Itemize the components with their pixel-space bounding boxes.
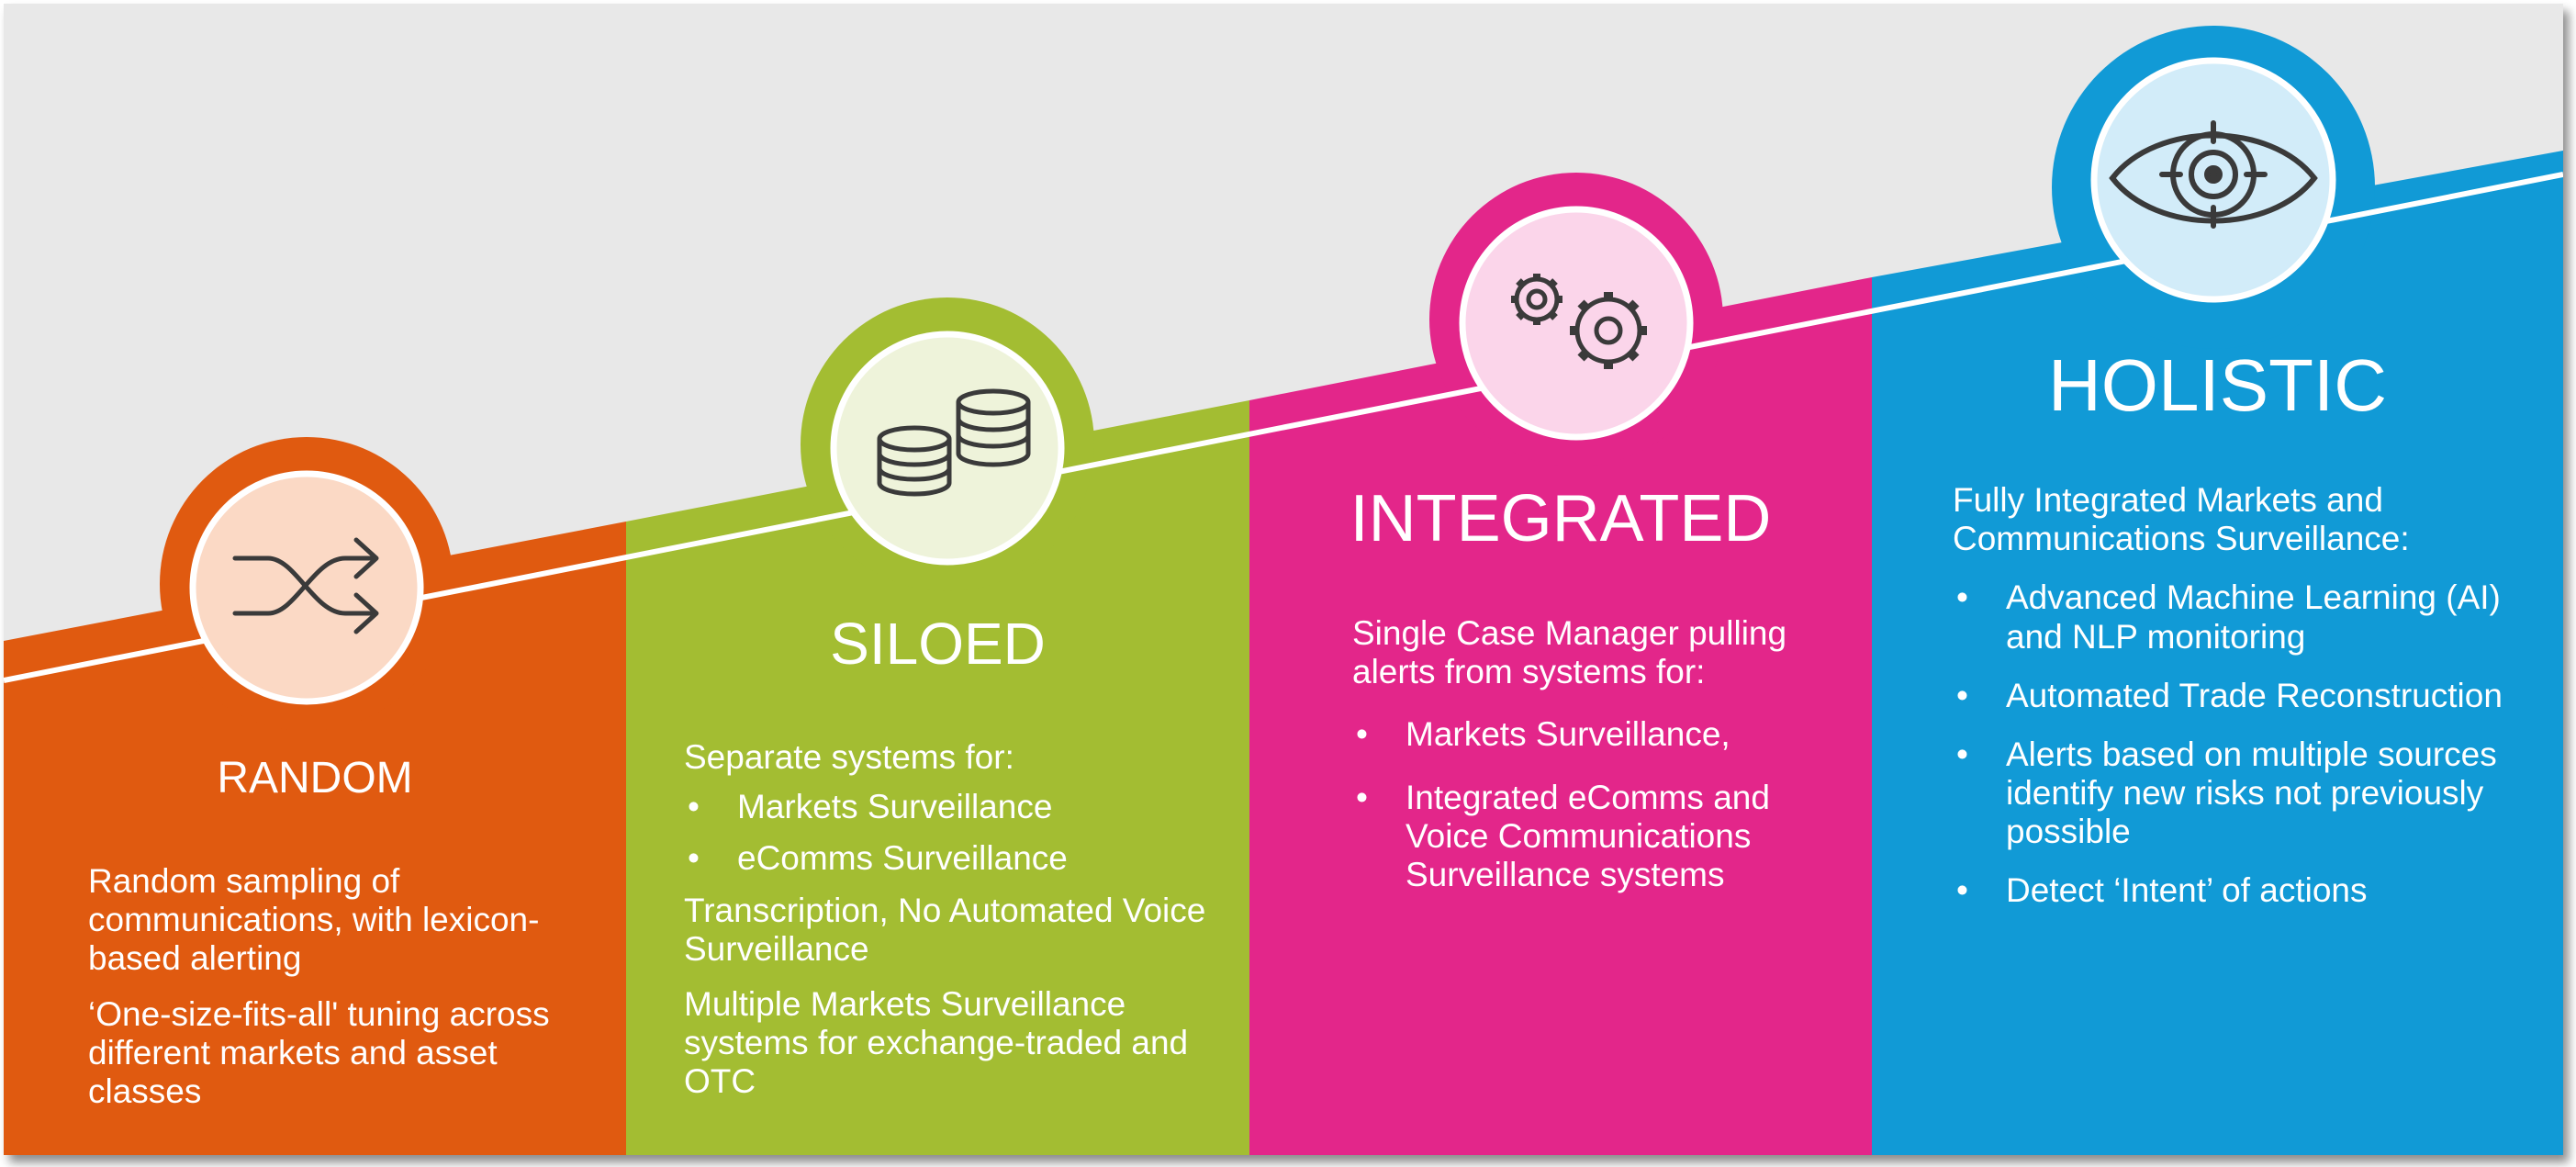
gears-icon <box>1511 274 1647 369</box>
stage-title: HOLISTIC <box>2048 344 2387 426</box>
bullet-dot: • <box>1356 715 1368 754</box>
bullet-text: Alerts based on multiple sources identif… <box>2006 735 2497 851</box>
stage-intro: Single Case Manager pulling alerts from … <box>1352 614 1787 691</box>
stage-paragraph: Multiple Markets Surveillance systems fo… <box>684 984 1189 1101</box>
stage-body: Random sampling of communications, with … <box>88 862 602 1128</box>
bullet-dot: • <box>1956 871 1968 910</box>
bullet-item: • Advanced Machine Learning (AI) and NLP … <box>1953 578 2540 656</box>
bullet-text: Detect ‘Intent’ of actions <box>2006 871 2368 910</box>
bullet-item: • Alerts based on multiple sources identi… <box>1953 735 2540 852</box>
eye-icon <box>2109 120 2318 229</box>
staircase-background <box>4 26 2563 1155</box>
coins-icon <box>877 388 1031 497</box>
diagram-frame: RANDOM Random sampling of communications… <box>4 4 2563 1155</box>
holistic-column <box>1872 151 2563 1155</box>
stage-title: RANDOM <box>217 754 413 802</box>
bullet-dot: • <box>1956 578 1968 617</box>
bullet-dot: • <box>1956 735 1968 773</box>
bullet-dot: • <box>1956 676 1968 714</box>
bullet-dot: • <box>1356 778 1368 816</box>
bullet-list: • Markets Surveillance, • Integrated eComm… <box>1352 715 1848 894</box>
stage-intro: Separate systems for: <box>684 738 1014 776</box>
bullet-text: Integrated eComms and Voice Communicatio… <box>1406 778 1770 893</box>
bullet-item: • Automated Trade Reconstruction <box>1953 677 2540 715</box>
bullet-item: • eComms Surveillance <box>684 839 1235 878</box>
stage-siloed: SILOED Separate systems for: • Markets Su… <box>626 4 1249 1155</box>
random-column <box>4 522 626 1155</box>
bullet-text: eComms Surveillance <box>737 839 1068 878</box>
bullet-dot: • <box>688 788 700 826</box>
stage-paragraph: ‘One-size-fits-all' tuning across differ… <box>88 994 550 1110</box>
stage-body: Single Case Manager pulling alerts from … <box>1352 614 1848 907</box>
stage-paragraph: Random sampling of communications, with … <box>88 862 540 978</box>
bullet-item: • Markets Surveillance, <box>1352 715 1848 754</box>
bullet-item: • Detect ‘Intent’ of actions <box>1953 871 2540 910</box>
stage-paragraph: Transcription, No Automated Voice Survei… <box>684 891 1206 968</box>
stage-intro: Fully Integrated Markets and Communicati… <box>1953 481 2410 558</box>
bullet-list: • Advanced Machine Learning (AI) and NLP … <box>1953 578 2540 910</box>
integrated-column <box>1249 277 1872 1155</box>
bullet-text: Markets Surveillance <box>737 788 1053 826</box>
siloed-column <box>626 400 1249 1155</box>
stage-body: Separate systems for: • Markets Surveilla… <box>684 738 1235 1117</box>
stage-title: SILOED <box>830 611 1046 677</box>
stage-integrated: INTEGRATED Single Case Manager pulling a… <box>1249 4 1872 1155</box>
bullet-text: Markets Surveillance, <box>1406 715 1730 754</box>
stage-body: Fully Integrated Markets and Communicati… <box>1953 481 2540 924</box>
bullet-item: • Markets Surveillance <box>684 788 1235 826</box>
bullet-dot: • <box>688 839 700 878</box>
bullet-item: • Integrated eComms and Voice Communicati… <box>1352 779 1848 895</box>
bullet-text: Advanced Machine Learning (AI) and NLP m… <box>2006 578 2501 656</box>
stage-holistic: HOLISTIC Fully Integrated Markets and Co… <box>1872 4 2563 1155</box>
shuffle-icon <box>232 537 379 634</box>
bullet-list: • Markets Surveillance • eComms Surveillan… <box>684 788 1235 878</box>
stage-title: INTEGRATED <box>1350 482 1772 555</box>
bullet-text: Automated Trade Reconstruction <box>2006 676 2503 714</box>
stage-random: RANDOM Random sampling of communications… <box>4 4 626 1155</box>
